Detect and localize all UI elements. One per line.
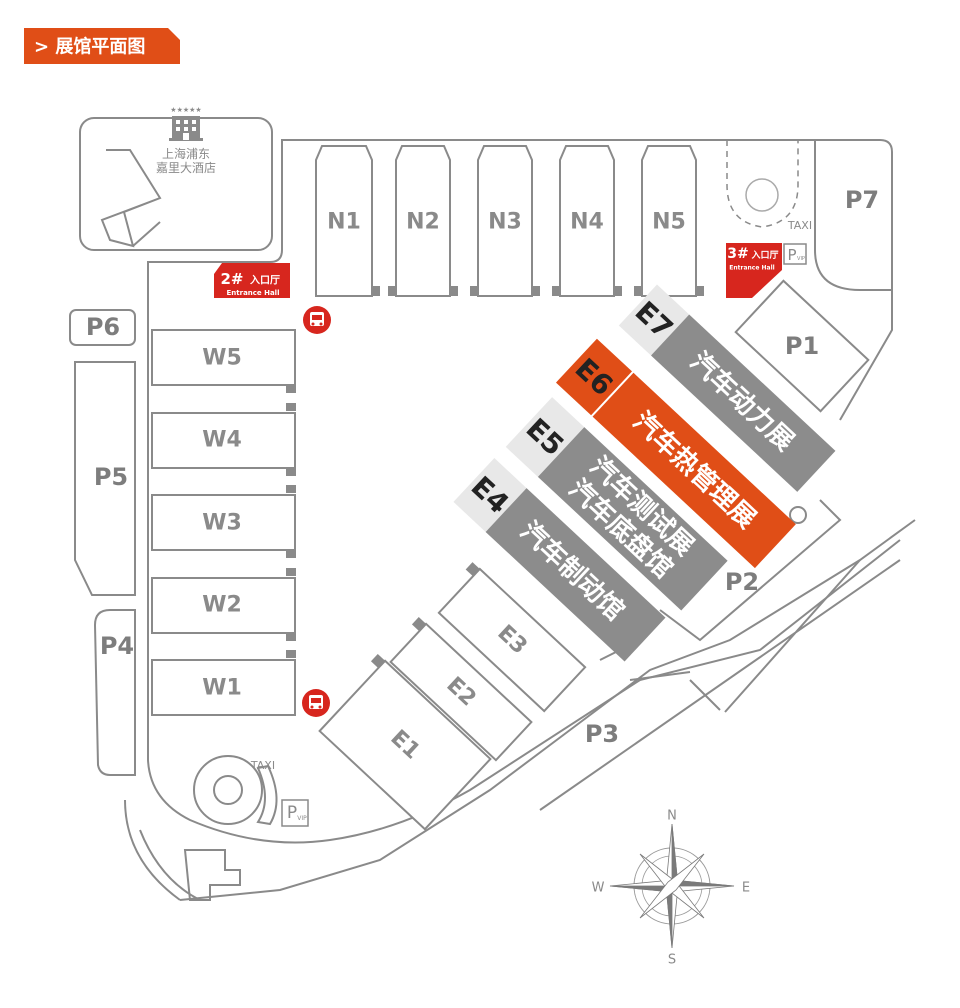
map-label: 入口厅	[750, 250, 778, 261]
map-label: ★★★★★	[170, 106, 201, 114]
hall-w2[interactable]: W2	[151, 577, 296, 658]
map-label: P6	[86, 313, 120, 341]
north-halls: N1 N2 N3 N4 N5	[315, 145, 704, 297]
bus-stop-icon	[302, 689, 330, 717]
map-label: W1	[202, 676, 242, 701]
taxi-label-south: TAXI	[250, 759, 275, 772]
taxi-loop-north: TAXI	[726, 140, 812, 232]
compass-south: S	[668, 953, 676, 968]
entrance-2[interactable]: 2# 入口厅 Entrance Hall	[214, 263, 290, 298]
bus-stop-icon	[303, 306, 331, 334]
map-label: P4	[100, 632, 134, 660]
map-label: P	[287, 803, 297, 823]
map-label: W4	[202, 428, 242, 453]
hall-w3[interactable]: W3	[151, 494, 296, 576]
hotel-name-line2: 嘉里大酒店	[156, 161, 216, 175]
parking-p3[interactable]: P3	[585, 720, 619, 748]
map-label: W2	[202, 593, 242, 618]
hall-e1[interactable]: E1	[312, 653, 492, 831]
hall-w5[interactable]: W5	[151, 329, 296, 411]
map-label: 入口厅	[250, 275, 280, 287]
west-halls: W5 W4 W3 W2 W1	[151, 329, 296, 716]
hall-e3[interactable]: E3	[432, 562, 587, 713]
map-label: W5	[202, 346, 242, 371]
taxi-loop-south: TAXI	[193, 755, 278, 826]
compass-north: N	[667, 809, 677, 824]
compass-east: E	[742, 881, 750, 896]
map-label: P1	[785, 332, 819, 360]
vip-parking-north: P VIP	[783, 243, 807, 265]
map-label: P	[787, 246, 796, 264]
map-label: W3	[202, 511, 242, 536]
parking-p1[interactable]: P1	[734, 279, 870, 413]
page-title: > 展馆平面图	[34, 36, 145, 58]
hall-n1[interactable]: N1	[315, 145, 380, 297]
map-label: P5	[94, 463, 128, 491]
map-label: 2#	[220, 270, 243, 288]
parking-p4[interactable]: P4	[93, 609, 136, 776]
hall-n2[interactable]: N2	[388, 145, 458, 297]
entrance-3[interactable]: 3# 入口厅 Entrance Hall	[726, 243, 782, 298]
parking-p5[interactable]: P5	[74, 361, 136, 596]
map-label: N1	[327, 210, 361, 235]
hall-e2[interactable]: E2	[383, 617, 533, 762]
hall-n4[interactable]: N4	[552, 145, 622, 297]
hall-w4[interactable]: W4	[151, 412, 296, 493]
hotel-block: ★★★★★ 上海浦东 嘉里大酒店	[79, 106, 273, 251]
hall-w1[interactable]: W1	[151, 659, 296, 716]
map-label: N4	[570, 210, 604, 235]
taxi-label-north: TAXI	[787, 219, 812, 232]
hotel-name-line1: 上海浦东	[162, 146, 210, 161]
map-label: 3#	[727, 246, 748, 262]
map-label: N3	[488, 210, 522, 235]
hall-e4[interactable]: E4 汽车制动馆	[453, 458, 666, 662]
compass-icon: N S E W	[592, 809, 751, 968]
page-title-banner: > 展馆平面图	[24, 28, 180, 64]
map-label: Entrance Hall	[729, 265, 774, 272]
vip-parking-south: P VIP	[281, 799, 309, 827]
map-label: N5	[652, 210, 686, 235]
hotel-icon: ★★★★★	[169, 106, 203, 141]
parking-p7[interactable]: P7	[845, 186, 879, 214]
site-boundary	[147, 139, 893, 760]
parking-p6[interactable]: P6	[69, 309, 136, 346]
map-label: VIP	[797, 256, 805, 262]
map-label: VIP	[297, 815, 307, 822]
map-label: N2	[406, 210, 440, 235]
parking-p2[interactable]: P2	[725, 568, 759, 596]
map-label: Entrance Hall	[227, 289, 280, 297]
hall-n5[interactable]: N5	[634, 145, 704, 297]
hall-n3[interactable]: N3	[470, 145, 540, 297]
compass-west: W	[592, 881, 605, 896]
